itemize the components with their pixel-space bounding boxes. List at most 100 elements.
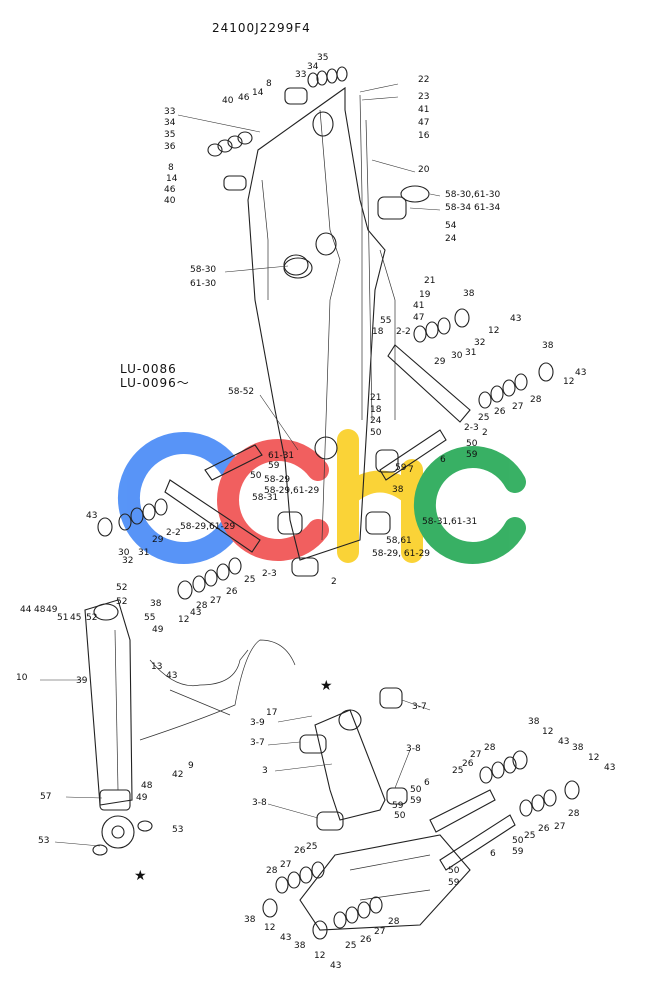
- part-number-label: 12: [314, 951, 325, 961]
- part-number-label: 3-9: [250, 718, 265, 728]
- part-number-label: 58-31,61-31: [422, 517, 477, 527]
- part-number-label: 10: [16, 673, 28, 683]
- part-number-label: 29: [152, 535, 164, 545]
- part-number-label: 30: [118, 548, 130, 558]
- part-number-label: 43: [166, 671, 177, 681]
- boom: [247, 86, 386, 561]
- part-number-label: 33: [164, 107, 175, 117]
- part-number-label: 59: [512, 847, 524, 857]
- part-number-label: 28: [266, 866, 278, 876]
- watermark-letter-h: [337, 429, 423, 563]
- part-number-label: 27: [512, 402, 523, 412]
- part-number-label: 43: [575, 368, 586, 378]
- part-number-label: 35: [164, 130, 175, 140]
- part-number-label: 46: [238, 93, 250, 103]
- part-number-label: 6: [490, 849, 496, 859]
- part-number-label: 25: [478, 413, 489, 423]
- part-number-label: 34: [164, 118, 176, 128]
- part-number-label: 12: [264, 923, 275, 933]
- part-number-label: 40: [222, 96, 234, 106]
- part-number-label: 50: [394, 811, 406, 821]
- part-number-label: 12: [488, 326, 499, 336]
- part-number-label: 58-30: [190, 265, 216, 275]
- part-number-label: 32: [122, 556, 133, 566]
- star-icon: ★: [134, 868, 147, 884]
- part-number-label: 3-7: [250, 738, 265, 748]
- part-number-label: 3: [262, 766, 268, 776]
- part-number-label: 52: [116, 597, 127, 607]
- part-number-label: 6: [440, 455, 446, 465]
- part-number-label: 41: [413, 301, 424, 311]
- part-number-label: 6: [424, 778, 430, 788]
- part-number-label: 58-52: [228, 387, 254, 397]
- part-number-label: 7: [408, 465, 414, 475]
- part-number-label: 55: [144, 613, 155, 623]
- boom-bushings: [277, 185, 430, 577]
- part-number-label: 54: [445, 221, 457, 231]
- part-number-label: 19: [419, 290, 431, 300]
- arm-cylinders: [164, 344, 471, 553]
- part-number-label: 12: [542, 727, 553, 737]
- part-number-label: 38: [572, 743, 584, 753]
- part-number-label: 59: [410, 796, 422, 806]
- boom-cylinder: [84, 599, 153, 856]
- part-number-label: 52: [116, 583, 127, 593]
- part-number-label: 2: [482, 428, 488, 438]
- star-markers: ★ ★: [134, 678, 333, 884]
- serial-line-2: LU-0096～: [120, 376, 190, 390]
- part-number-label: 50: [250, 471, 262, 481]
- drawing-code: 24100J2299F4: [212, 21, 311, 35]
- part-number-label: 58-29,61-29: [264, 486, 319, 496]
- part-number-label: 59: [448, 878, 460, 888]
- part-number-label: 58-31: [252, 493, 278, 503]
- washer-rows: [97, 308, 554, 600]
- part-number-label: 25: [306, 842, 317, 852]
- part-number-label: 26: [360, 935, 372, 945]
- arm-link: [299, 687, 408, 831]
- part-number-label: 2: [331, 577, 337, 587]
- part-number-label: 49: [46, 605, 58, 615]
- part-number-label: 39: [76, 676, 88, 686]
- part-number-label: 52: [86, 613, 97, 623]
- part-number-label: 32: [474, 338, 485, 348]
- part-number-label: 38: [392, 485, 404, 495]
- part-number-label: 21: [370, 393, 381, 403]
- leader-lines: [40, 83, 441, 847]
- part-number-label: 38: [542, 341, 554, 351]
- part-number-label: 14: [252, 88, 264, 98]
- lower-washers: [262, 750, 580, 940]
- part-number-label: 53: [172, 825, 183, 835]
- part-number-label: 27: [374, 927, 385, 937]
- part-number-label: 38: [294, 941, 306, 951]
- star-icon: ★: [320, 678, 333, 694]
- part-number-label: 59: [268, 461, 280, 471]
- part-number-label: 26: [294, 846, 306, 856]
- watermark-letter-c3: [413, 446, 526, 564]
- part-number-label: 27: [554, 822, 565, 832]
- part-number-label: 25: [524, 831, 535, 841]
- part-number-label: 2-3: [262, 569, 277, 579]
- part-number-label: 8: [168, 163, 174, 173]
- part-number-label: 59: [466, 450, 478, 460]
- part-number-label: 58-29,61-29: [180, 522, 235, 532]
- part-number-label: 43: [558, 737, 569, 747]
- part-number-label: 8: [266, 79, 272, 89]
- watermark-letter-c1: [117, 432, 241, 564]
- part-number-label: 48: [141, 781, 153, 791]
- serial-line-1: LU-0086: [120, 362, 177, 376]
- part-number-label: 30: [451, 351, 463, 361]
- part-number-label: 27: [470, 750, 481, 760]
- part-number-label: 43: [86, 511, 97, 521]
- part-number-label: 47: [418, 118, 429, 128]
- part-number-label: 22: [418, 75, 429, 85]
- part-number-label: 43: [280, 933, 291, 943]
- part-number-label: 59: [392, 801, 404, 811]
- part-number-label: 38: [244, 915, 256, 925]
- part-number-label: 26: [538, 824, 550, 834]
- part-number-label: 3-8: [252, 798, 267, 808]
- part-number-label: 43: [510, 314, 521, 324]
- part-number-label: 53: [38, 836, 49, 846]
- part-number-label: 16: [418, 131, 430, 141]
